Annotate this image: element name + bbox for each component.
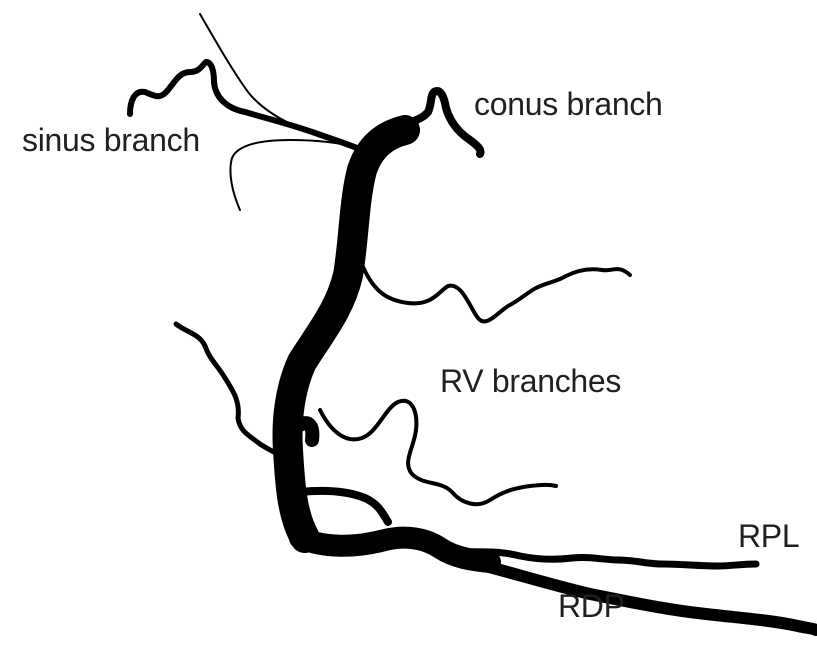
rpl-vessel [436,548,760,570]
rpl-label: RPL [738,518,800,554]
sinus-branch-vessel-upper [199,13,357,147]
conus-branch-label: conus branch [474,86,663,122]
acute-marginal-branch [173,321,293,465]
rca-trunk-bulge [293,416,320,447]
rdp-label: RDP [558,588,625,624]
rca-main-trunk [272,115,420,553]
sinus-branch-label: sinus branch [22,122,200,158]
rv-branch-lower [296,486,392,526]
rv-branch-middle [318,398,558,507]
rv-branch-upper [358,258,632,324]
rdp-vessel [464,556,817,636]
crux-segment [289,526,501,573]
rv-branches-label: RV branches [440,363,622,399]
conus-branch-vessel [388,87,485,158]
sinus-branch-vessel-main [127,59,365,153]
sinus-branch-vessel-lower [229,139,357,211]
